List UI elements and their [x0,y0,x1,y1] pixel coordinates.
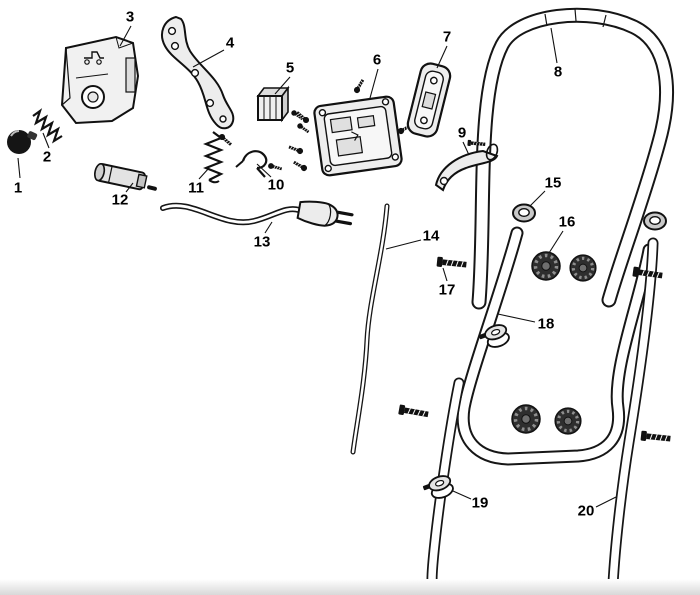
part-16-knob [568,253,598,283]
part-callout-10: 10 [267,176,285,194]
part-callout-4: 4 [225,34,235,52]
part-1-knob [7,130,38,154]
part-12-sleeve [94,162,157,191]
part-callout-7: 7 [442,28,452,46]
part-callout-9: 9 [457,124,467,142]
part-19-clamp [420,472,456,504]
part-callout-2: 2 [42,148,52,166]
part-14-cable-rod [350,203,390,455]
part-4-lever-arm [161,15,235,148]
part-callout-5: 5 [285,59,295,77]
part-callout-3: 3 [125,8,135,26]
part-callout-18: 18 [537,315,555,333]
part-callout-12: 12 [111,191,129,209]
mower-icon [84,51,104,65]
part-11-coil-spring [203,131,224,184]
bottom-gradient [0,579,700,595]
part-10-spring-clip [235,150,283,178]
part-13-power-cord [160,200,354,227]
part-2-spring [32,108,63,144]
part-callout-17: 17 [438,281,456,299]
part-20-right-lower-tube [607,237,659,590]
part-17-bolt [397,403,430,420]
power-plug-icon [296,200,354,227]
part-callout-1: 1 [13,179,23,197]
part-callout-8: 8 [553,63,563,81]
part-3-switch-housing [60,35,140,125]
part-callout-15: 15 [544,174,562,192]
part-callout-13: 13 [253,233,271,251]
part-callout-16: 16 [558,213,576,231]
part-17-bolt [435,256,468,271]
part-callout-20: 20 [577,502,595,520]
part-18-lower-handle-tube [456,226,656,466]
part-15-ring-left [512,203,536,223]
part-callout-14: 14 [422,227,440,245]
part-16-knob [530,250,562,282]
part-6-switch-box [287,77,414,177]
part-5-switch-block [256,85,311,135]
part-15-ring-right [643,211,667,231]
part-callout-6: 6 [372,51,382,69]
part-7-cover-plate [406,62,452,138]
leader-lines [17,25,617,508]
part-callout-11: 11 [188,179,204,197]
part-17-bolt [639,430,672,445]
part-16-knob [510,403,542,435]
part-callout-19: 19 [471,494,489,512]
left-lower-tube [426,377,465,586]
part-16-knob [553,406,583,436]
part-9-bracket [434,139,499,192]
